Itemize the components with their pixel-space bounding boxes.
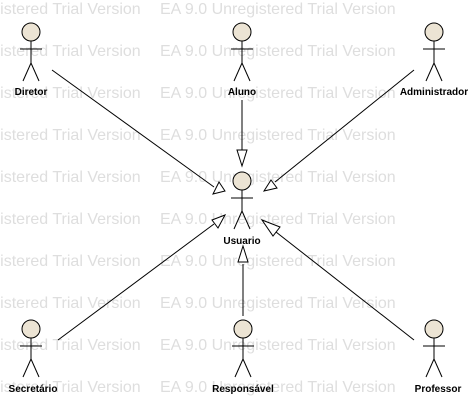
generalization-arrowhead-professor bbox=[260, 218, 281, 237]
watermark-row: EA 9.0 Unregistered Trial Version bbox=[160, 337, 396, 354]
generalization-line-professor[interactable] bbox=[275, 231, 415, 341]
actor-right-leg bbox=[433, 358, 443, 378]
watermark-row: EA 9.0 Unregistered Trial Version bbox=[0, 253, 141, 270]
watermark-row: EA 9.0 Unregistered Trial Version bbox=[0, 379, 141, 396]
actor-head bbox=[232, 22, 252, 42]
watermark-row: EA 9.0 Unregistered Trial Version bbox=[0, 43, 141, 60]
actor-right-leg bbox=[241, 210, 251, 230]
actor-label-administrador: Administrador bbox=[400, 87, 468, 98]
actor-administrador[interactable]: Administrador bbox=[400, 22, 468, 98]
actor-label-diretor: Diretor bbox=[15, 87, 48, 98]
actor-left-leg bbox=[233, 210, 243, 230]
generalization-arrowhead-aluno bbox=[236, 149, 248, 168]
watermark-row: EA 9.0 Unregistered Trial Version bbox=[0, 169, 141, 186]
actor-right-leg bbox=[30, 358, 40, 378]
actor-head bbox=[232, 171, 252, 191]
watermark-row: EA 9.0 Unregistered Trial Version bbox=[160, 253, 396, 270]
watermark-row: EA 9.0 Unregistered Trial Version bbox=[160, 295, 396, 312]
watermark-row: EA 9.0 Unregistered Trial Version bbox=[160, 169, 396, 186]
watermark-row: EA 9.0 Unregistered Trial Version bbox=[160, 211, 396, 228]
actor-label-aluno: Aluno bbox=[228, 87, 256, 98]
actor-label-secretario: Secretário bbox=[9, 384, 58, 395]
actor-label-responsavel: Responsável bbox=[212, 384, 274, 395]
actor-left-leg bbox=[22, 62, 32, 82]
watermark-row: EA 9.0 Unregistered Trial Version bbox=[160, 43, 396, 60]
watermark-layer: EA 9.0 Unregistered Trial Version EA 9.0… bbox=[0, 1, 396, 396]
watermark-row: EA 9.0 Unregistered Trial Version bbox=[0, 1, 141, 18]
actor-left-leg bbox=[233, 62, 243, 82]
actor-head bbox=[424, 22, 444, 42]
watermark-row: EA 9.0 Unregistered Trial Version bbox=[160, 85, 396, 102]
watermark-row: EA 9.0 Unregistered Trial Version bbox=[160, 127, 396, 144]
actor-right-leg bbox=[30, 62, 40, 82]
actor-head bbox=[233, 319, 253, 339]
generalization-line-diretor[interactable] bbox=[51, 69, 215, 188]
actor-left-leg bbox=[22, 358, 32, 378]
generalization-arrowhead-responsavel bbox=[237, 244, 249, 263]
actor-right-leg bbox=[433, 62, 443, 82]
watermark-row: EA 9.0 Unregistered Trial Version bbox=[0, 295, 141, 312]
generalization-arrowhead-diretor bbox=[212, 181, 226, 195]
generalization-line-administrador[interactable] bbox=[274, 69, 415, 183]
watermark-row: EA 9.0 Unregistered Trial Version bbox=[0, 85, 141, 102]
actor-label-usuario: Usuario bbox=[223, 236, 260, 247]
watermark-row: EA 9.0 Unregistered Trial Version bbox=[0, 337, 141, 354]
actor-diretor[interactable]: Diretor bbox=[15, 22, 48, 98]
actor-right-leg bbox=[241, 62, 251, 82]
actor-head bbox=[424, 319, 444, 339]
actor-responsavel[interactable]: Responsável bbox=[212, 319, 274, 395]
watermark-row: EA 9.0 Unregistered Trial Version bbox=[0, 127, 141, 144]
generalization-line-secretario[interactable] bbox=[57, 223, 215, 341]
actor-usuario[interactable]: Usuario bbox=[223, 171, 261, 247]
actor-head bbox=[21, 319, 41, 339]
generalization-arrowhead-secretario bbox=[211, 214, 227, 229]
actor-label-professor: Professor bbox=[415, 384, 462, 395]
actor-secretario[interactable]: Secretário bbox=[9, 319, 58, 395]
generalization-arrowhead-administrador bbox=[262, 179, 278, 192]
actor-aluno[interactable]: Aluno bbox=[228, 22, 256, 98]
actor-left-leg bbox=[425, 358, 435, 378]
actor-left-leg bbox=[234, 358, 244, 378]
arrowheads bbox=[211, 149, 281, 263]
actor-right-leg bbox=[242, 358, 252, 378]
watermark-row: EA 9.0 Unregistered Trial Version bbox=[0, 211, 141, 228]
actor-left-leg bbox=[425, 62, 435, 82]
actor-professor[interactable]: Professor bbox=[415, 319, 462, 395]
connectors bbox=[51, 69, 415, 341]
watermark-row: EA 9.0 Unregistered Trial Version bbox=[160, 379, 396, 396]
actor-head bbox=[21, 22, 41, 42]
watermark-row: EA 9.0 Unregistered Trial Version bbox=[160, 1, 396, 18]
